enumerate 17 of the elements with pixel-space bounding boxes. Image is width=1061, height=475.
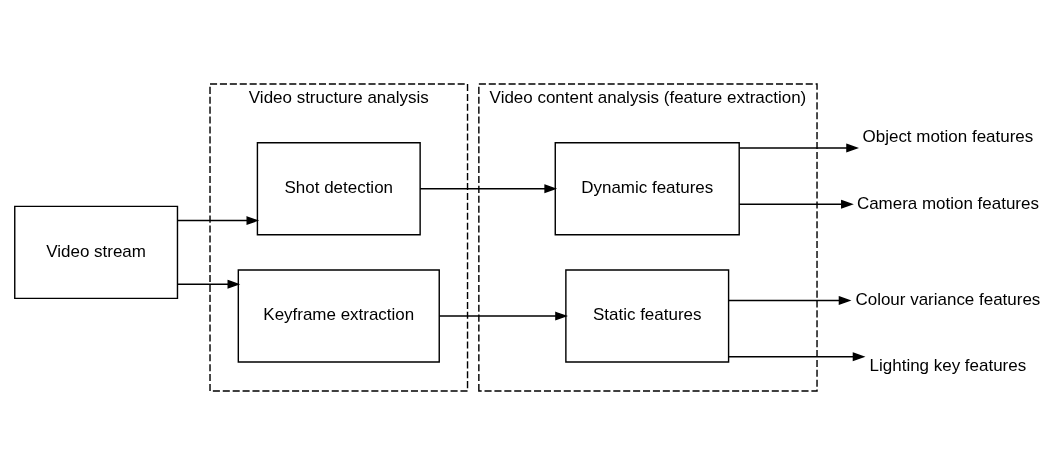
node-text: Object motion features <box>862 127 1034 147</box>
arrow <box>438 311 568 321</box>
node-box: Keyframe extraction <box>237 269 440 363</box>
arrow <box>738 143 859 153</box>
node-text: Colour variance features <box>855 289 1041 309</box>
node-text: Lighting key features <box>869 356 1027 376</box>
arrow <box>738 199 854 209</box>
node-box: Shot detection <box>256 142 421 236</box>
node-box: Dynamic features <box>554 142 740 236</box>
arrow <box>176 216 260 225</box>
arrow <box>176 279 241 289</box>
arrow <box>727 352 866 362</box>
node-box: Video stream <box>14 205 179 300</box>
node-text: Camera motion features <box>856 193 1039 213</box>
arrow <box>419 184 558 194</box>
node-box: Static features <box>565 269 730 363</box>
arrow <box>727 296 852 305</box>
